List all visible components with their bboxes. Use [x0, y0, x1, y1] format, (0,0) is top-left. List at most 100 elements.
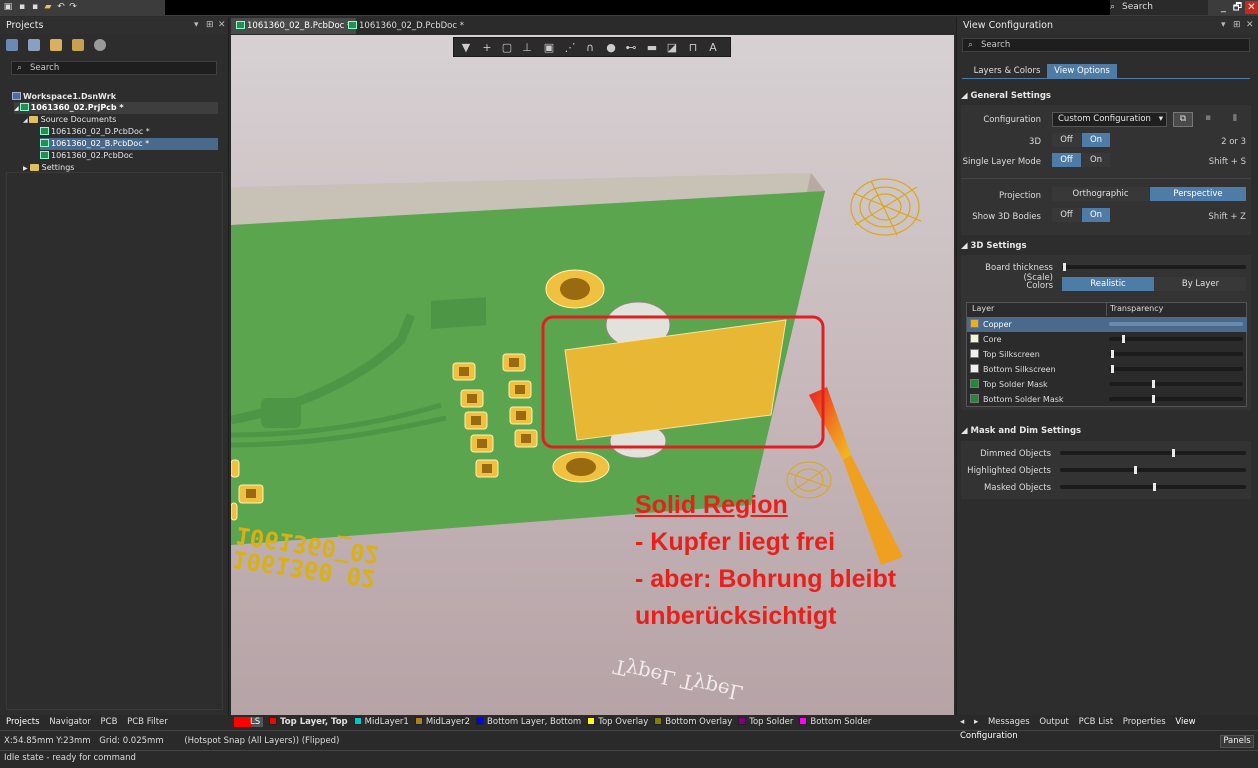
- panel-menu-icon[interactable]: ▾: [194, 20, 199, 30]
- projects-search-input[interactable]: ⌕ Search: [11, 61, 217, 75]
- filter-icon[interactable]: ▼: [461, 41, 471, 54]
- save-icon[interactable]: ▪: [1204, 113, 1212, 123]
- transparency-slider[interactable]: [1109, 322, 1243, 326]
- section-mask-dim[interactable]: ◢ Mask and Dim Settings: [961, 426, 1082, 436]
- scroll-left-icon[interactable]: ◂: [960, 717, 965, 727]
- view-config-search-input[interactable]: ⌕ Search: [962, 38, 1250, 52]
- board-thickness-slider[interactable]: [1062, 265, 1246, 269]
- tree-item-workspace[interactable]: Workspace1.DsnWrk: [12, 91, 116, 103]
- tab-layers-colors[interactable]: Layers & Colors: [969, 64, 1045, 78]
- layer-color-swatch[interactable]: [970, 364, 979, 373]
- scroll-right-icon[interactable]: ▸: [973, 717, 979, 727]
- projection-perspective-button[interactable]: Perspective: [1150, 187, 1246, 201]
- tree-item-pcbdoc-d[interactable]: 1061360_02_D.PcbDoc *: [40, 126, 150, 138]
- layer-color-swatch[interactable]: [970, 379, 979, 388]
- save-icon[interactable]: ▪: [18, 2, 26, 12]
- layer-tab[interactable]: Top Solder: [738, 717, 793, 727]
- 3d-bodies-off-button[interactable]: Off: [1052, 208, 1081, 222]
- save-icon[interactable]: [6, 39, 18, 51]
- close-panel-icon[interactable]: ✕: [218, 20, 226, 30]
- layer-tab[interactable]: Bottom Layer, Bottom: [476, 717, 581, 727]
- tab-output[interactable]: Output: [1039, 717, 1069, 727]
- global-search-input[interactable]: ⌕Search: [1110, 0, 1208, 15]
- tree-item-pcbdoc[interactable]: 1061360_02.PcbDoc: [40, 150, 133, 162]
- transparency-slider[interactable]: [1109, 382, 1243, 386]
- layer-row[interactable]: Top Solder Mask: [967, 377, 1247, 392]
- colors-realistic-button[interactable]: Realistic: [1062, 277, 1154, 291]
- transparency-thumb[interactable]: [1122, 335, 1126, 343]
- diff-pair-icon[interactable]: ∩: [585, 41, 595, 54]
- add-folder-icon[interactable]: [71, 39, 84, 51]
- tab-pcb-list[interactable]: PCB List: [1078, 717, 1114, 727]
- transparency-slider[interactable]: [1109, 367, 1243, 371]
- layer-row[interactable]: Core: [967, 332, 1247, 347]
- panels-button[interactable]: Panels: [1220, 735, 1254, 748]
- single-layer-on-button[interactable]: On: [1082, 153, 1110, 167]
- minimize-button[interactable]: _: [1221, 2, 1226, 13]
- tree-item-project[interactable]: ◢1061360_02.PrjPcb *: [14, 102, 218, 114]
- dimmed-objects-thumb[interactable]: [1171, 449, 1175, 457]
- panel-menu-icon[interactable]: ▾: [1221, 20, 1226, 30]
- pin-icon[interactable]: ⊞: [206, 20, 214, 30]
- layer-tab[interactable]: Bottom Solder: [799, 717, 871, 727]
- tab-pcb[interactable]: PCB: [100, 717, 118, 727]
- transparency-slider[interactable]: [1109, 337, 1243, 341]
- gear-icon[interactable]: [93, 39, 106, 51]
- open-folder-icon[interactable]: [49, 39, 62, 51]
- transparency-slider[interactable]: [1109, 397, 1243, 401]
- layer-color-swatch[interactable]: [970, 319, 979, 328]
- layer-tab[interactable]: MidLayer2: [414, 717, 470, 727]
- tab-view-options[interactable]: View Options: [1047, 64, 1117, 78]
- layer-row[interactable]: Top Silkscreen: [967, 347, 1247, 362]
- delete-icon[interactable]: ▮: [1232, 113, 1238, 123]
- transparency-slider[interactable]: [1109, 352, 1243, 356]
- layer-color-swatch[interactable]: [970, 334, 979, 343]
- 3d-off-button[interactable]: Off: [1052, 133, 1081, 147]
- layer-row[interactable]: Bottom Solder Mask: [967, 392, 1247, 407]
- tab-view-configuration[interactable]: View Configuration: [960, 717, 1196, 741]
- tab-pcbdoc-d[interactable]: 1061360_02_D.PcbDoc *: [343, 18, 469, 34]
- projection-orthographic-button[interactable]: Orthographic: [1052, 187, 1149, 201]
- transparency-thumb[interactable]: [1111, 350, 1115, 358]
- highlighted-objects-slider[interactable]: [1060, 468, 1246, 472]
- transparency-thumb[interactable]: [1151, 395, 1155, 403]
- pcb-3d-viewport[interactable]: 1061360_02 1061360_02 TypeL TypeL Solid …: [231, 35, 954, 715]
- via-icon[interactable]: ●: [606, 41, 616, 54]
- route-icon[interactable]: ⋰: [564, 41, 576, 54]
- close-button[interactable]: ✕: [1245, 1, 1258, 14]
- tab-navigator[interactable]: Navigator: [49, 717, 91, 727]
- single-layer-off-button[interactable]: Off: [1052, 153, 1081, 167]
- configuration-select[interactable]: Custom Configuration▾: [1052, 112, 1167, 127]
- move-icon[interactable]: +: [482, 41, 492, 54]
- layer-color-swatch[interactable]: [970, 349, 979, 358]
- layer-color-swatch[interactable]: [970, 394, 979, 403]
- masked-objects-thumb[interactable]: [1153, 483, 1156, 491]
- tree-item-pcbdoc-b[interactable]: 1061360_02_B.PcbDoc *: [40, 138, 218, 150]
- component-icon[interactable]: ▣: [543, 41, 555, 54]
- polygon-icon[interactable]: ◪: [666, 41, 678, 54]
- tab-messages[interactable]: Messages: [987, 717, 1030, 727]
- select-rect-icon[interactable]: ▢: [501, 41, 513, 54]
- layer-tab[interactable]: Bottom Overlay: [654, 717, 732, 727]
- save-all-icon[interactable]: ▪: [31, 2, 39, 12]
- transparency-thumb[interactable]: [1151, 380, 1155, 388]
- layer-row[interactable]: Copper: [967, 317, 1247, 332]
- board-thickness-thumb[interactable]: [1063, 263, 1066, 271]
- tab-projects[interactable]: Projects: [6, 717, 40, 727]
- text-icon[interactable]: A: [709, 41, 717, 54]
- close-panel-icon[interactable]: ✕: [1246, 20, 1254, 30]
- highlighted-objects-thumb[interactable]: [1134, 466, 1138, 474]
- layer-tab[interactable]: Top Layer, Top: [269, 717, 348, 727]
- undo-icon[interactable]: ↶: [57, 2, 65, 12]
- save-config-button[interactable]: ⧉: [1173, 112, 1193, 127]
- tab-properties[interactable]: Properties: [1122, 717, 1166, 727]
- tab-pcbdoc-b[interactable]: 1061360_02_B.PcbDoc *: [231, 18, 357, 34]
- pin-icon[interactable]: ⊞: [1233, 20, 1241, 30]
- colors-by-layer-button[interactable]: By Layer: [1155, 277, 1246, 291]
- layer-tab[interactable]: Top Overlay: [587, 717, 648, 727]
- dimension-icon[interactable]: ⊓: [688, 41, 698, 54]
- redo-icon[interactable]: ↷: [69, 2, 77, 12]
- dimmed-objects-slider[interactable]: [1060, 451, 1246, 455]
- 3d-bodies-on-button[interactable]: On: [1082, 208, 1110, 222]
- align-icon[interactable]: ⊥: [522, 41, 532, 54]
